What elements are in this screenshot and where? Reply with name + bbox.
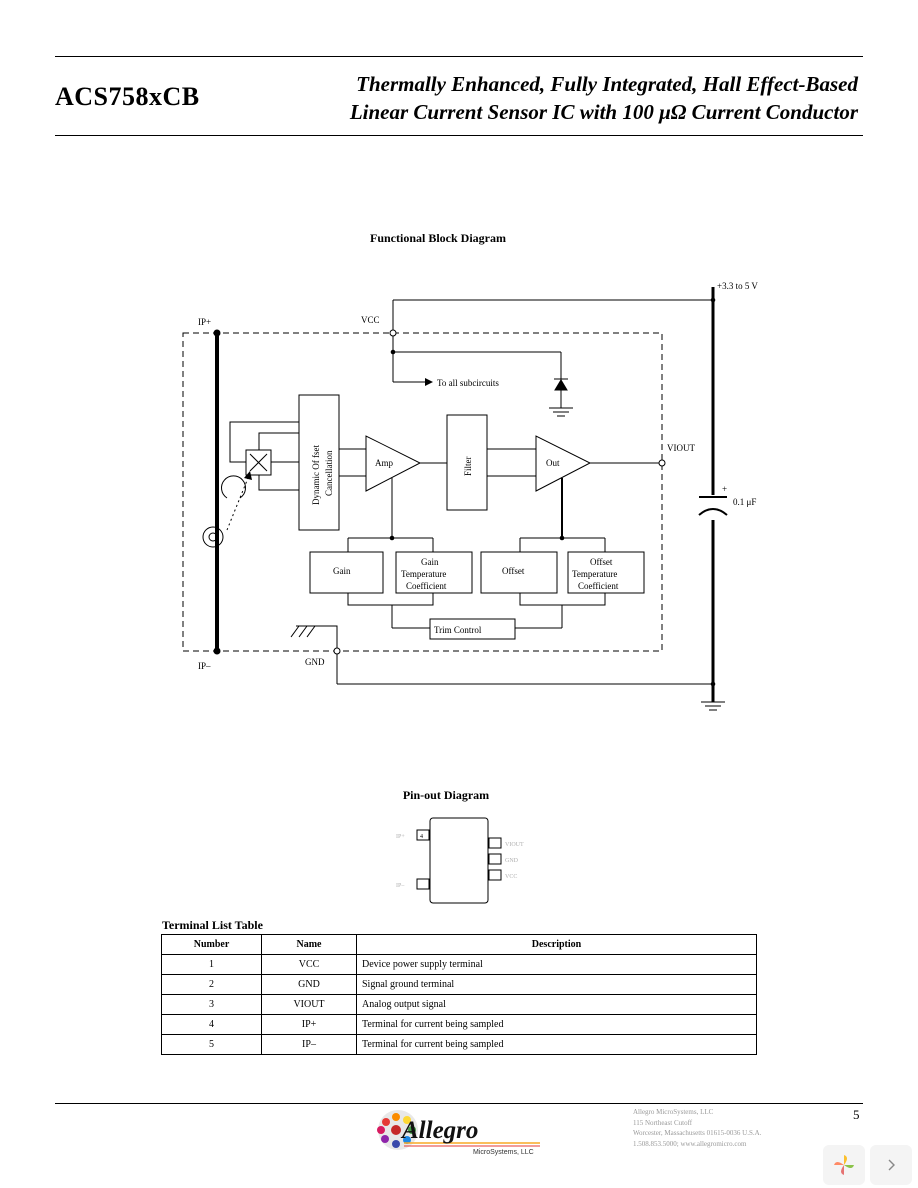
pinout-caption: Pin-out Diagram — [402, 788, 490, 802]
filter-label: Filter — [463, 456, 473, 476]
pinwheel-icon — [834, 1155, 854, 1175]
table-cell: Device power supply terminal — [356, 954, 757, 975]
table-cell: GND — [261, 974, 357, 995]
allegro-logo: Allegro MicroSystems, LLC — [377, 1110, 540, 1156]
terminal-list-table: Number Name Description 1 VCC Device pow… — [161, 934, 757, 1055]
out-label: Out — [546, 458, 560, 468]
offset-tc-label-2: Temperature — [572, 569, 617, 579]
pinout-left-label-2: IP– — [396, 883, 405, 889]
address-line: 115 Northeast Cutoff — [633, 1118, 693, 1127]
block-diagram-caption: Functional Block Diagram — [369, 231, 506, 245]
terminal-table-title: Terminal List Table — [162, 918, 263, 932]
table-cell: Terminal for current being sampled — [356, 1034, 757, 1055]
footer-rule — [55, 1103, 863, 1104]
pinout-diagram: 4 IP+ IP– VIOUT GND VCC — [396, 817, 524, 904]
table-row: 1 VCC Device power supply terminal — [161, 954, 757, 975]
table-cell: Terminal for current being sampled — [356, 1014, 757, 1035]
viewer-app-button[interactable] — [823, 1145, 865, 1185]
table-cell: IP+ — [261, 1014, 357, 1035]
header-bottom-rule — [55, 135, 863, 136]
table-cell: 3 — [161, 994, 262, 1015]
to-all-subcircuits-label: To all subcircuits — [437, 378, 499, 388]
viout-label: VIOUT — [667, 443, 695, 453]
gnd-label: GND — [305, 657, 325, 667]
offset-block-label: Offset — [502, 566, 525, 576]
capacitor-value-label: 0.1 μF — [733, 497, 756, 507]
trim-control-label: Trim Control — [434, 625, 482, 635]
table-cell: 4 — [161, 1014, 262, 1035]
part-number: ACS758xCB — [55, 82, 200, 111]
supply-voltage-label: +3.3 to 5 V — [717, 281, 758, 291]
gain-tc-label-3: Coefficient — [406, 581, 447, 591]
table-cell: VIOUT — [261, 994, 357, 1015]
address-line: Allegro MicroSystems, LLC — [633, 1108, 714, 1116]
table-header-row: Number Name Description — [161, 934, 757, 955]
pinout-right-label-1: VIOUT — [505, 842, 524, 848]
table-cell: VCC — [261, 954, 357, 975]
offset-tc-label-3: Coefficient — [578, 581, 619, 591]
ip-minus-label: IP– — [198, 661, 211, 671]
functional-block-diagram: +3.3 to 5 V IP+ IP– VCC GND VIOUT To all… — [182, 281, 758, 711]
gain-block-label: Gain — [333, 566, 351, 576]
cancellation-label: Cancellation — [324, 450, 334, 496]
table-row: 2 GND Signal ground terminal — [161, 974, 757, 995]
chevron-right-icon — [888, 1159, 895, 1171]
capacitor-plus-label: + — [722, 484, 727, 494]
address-line: 1.508.853.5000; www.allegromicro.com — [633, 1139, 747, 1148]
header-top-rule — [55, 56, 863, 57]
column-header: Number — [161, 934, 262, 955]
table-cell: 2 — [161, 974, 262, 995]
gain-tc-label-1: Gain — [421, 557, 439, 567]
table-cell: Analog output signal — [356, 994, 757, 1015]
column-header: Name — [261, 934, 357, 955]
dynamic-offset-label: Dynamic Of fset — [311, 445, 321, 505]
table-row: 5 IP– Terminal for current being sampled — [161, 1034, 757, 1055]
pinout-left-label-1: IP+ — [396, 834, 405, 840]
logo-subtitle: MicroSystems, LLC — [473, 1149, 534, 1156]
document-title-line-1: Thermally Enhanced, Fully Integrated, Ha… — [356, 72, 858, 96]
ip-plus-label: IP+ — [198, 317, 211, 327]
column-header: Description — [356, 934, 757, 955]
company-address: Allegro MicroSystems, LLC 115 Northeast … — [633, 1107, 761, 1149]
pinout-right-label-3: VCC — [505, 874, 517, 880]
table-row: 4 IP+ Terminal for current being sampled — [161, 1014, 757, 1035]
address-line: Worcester, Massachusetts 01615-0036 U.S.… — [633, 1129, 762, 1137]
table-cell: Signal ground terminal — [356, 974, 757, 995]
table-cell: 1 — [161, 954, 262, 975]
vcc-label: VCC — [361, 315, 380, 325]
amp-label: Amp — [375, 458, 394, 468]
package-outline — [182, 332, 663, 652]
offset-tc-label-1: Offset — [590, 557, 613, 567]
next-page-button[interactable] — [870, 1145, 912, 1185]
gain-tc-label-2: Temperature — [401, 569, 446, 579]
pinout-right-label-2: GND — [505, 858, 519, 864]
document-title-line-2: Linear Current Sensor IC with 100 μΩ Cur… — [349, 100, 858, 124]
logo-wordmark: Allegro — [400, 1117, 478, 1144]
page-number: 5 — [853, 1107, 860, 1122]
pin-4-number: 4 — [420, 834, 423, 840]
table-cell: 5 — [161, 1034, 262, 1055]
table-cell: IP– — [261, 1034, 357, 1055]
table-row: 3 VIOUT Analog output signal — [161, 994, 757, 1015]
